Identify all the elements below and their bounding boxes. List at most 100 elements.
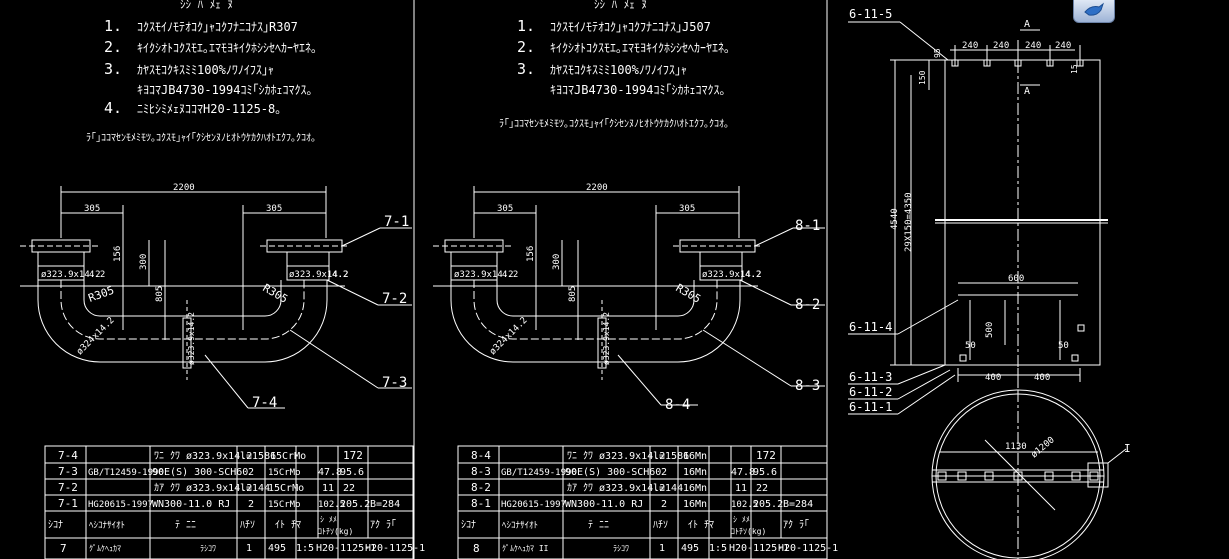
left-dim-300: 300 [139,254,149,270]
bom-mid-h5: ｲﾄ ﾁﾏ [688,520,714,531]
bom-mid-r2-c1: 8-3 [471,465,491,478]
callout-7-3: 7-3 [382,375,407,391]
callout-8-1: 8-1 [795,218,820,234]
left-dim-b: 305 [266,204,282,214]
mid-note-2: ｷｲｸｼｵﾄｺｸｽﾓｴ｡ｴﾏﾓﾖｷｲｸﾎｼｼｾﾍｶｰﾔｴﾈ｡ [550,41,730,55]
bom-table-mid [457,445,828,559]
bom-left-r1-c1: 7-4 [58,449,78,462]
mid-dim-phi-r: ø323.9x14.2 [702,270,762,280]
dim-95: 95 [933,48,942,58]
bom-left-r3-c4: l=144 [240,483,270,494]
bom-left-r2-c7: 95.6 [340,467,364,478]
bom-left-r4-c1: 7-1 [58,497,78,510]
bom-left-f1: 7 [60,542,67,555]
mid-note-2-num: 2. [517,38,535,56]
left-dim-wall-r: 4.2 [332,270,348,280]
mid-dim-total: 2200 [586,183,608,193]
left-dim-tube: ø323.9x14.2 [187,312,196,365]
bom-left-r2-c5: 15CrMo [268,468,301,478]
mid-dim-wall-r: 4.2 [745,270,761,280]
bom-left-f2: ｸﾟﾑｹﾍｭｶﾏ [89,544,121,553]
bom-mid-h6: ｼ ﾒﾒ [733,515,750,524]
bom-left-r4-c3: WN300-11.0 RJ [152,499,230,510]
label-6-11-4: 6-11-4 [849,320,892,334]
left-dim-phi-bend: ø324x14.2 [75,316,117,358]
bom-mid-f1: 8 [473,542,480,555]
left-note-2: ｷｲｸｼｵﾄｺｸｽﾓｴ｡ｴﾏﾓﾖｷｲｸﾎｼｼｾﾍｶｰﾔｴﾈ｡ [137,41,317,55]
left-dim-805: 805 [155,286,165,302]
bom-mid-h7: ｺﾄﾁｿ(kg) [731,527,766,536]
bom-mid-f4: 1 [659,543,665,554]
bom-left-f4: 1 [246,543,252,554]
bom-mid-r3-c4: l=144 [653,483,683,494]
dim-50-right: 50 [1058,341,1069,351]
bom-left-r4-c6: 102.5 [318,500,345,510]
bom-mid-f8: H20-1125-1 [778,543,838,554]
label-6-11-2: 6-11-2 [849,385,892,399]
left-dim-radius-l: R305 [87,284,116,305]
bom-mid-f7: H20-1125-1 [729,543,789,554]
bom-mid-h1: ｼｺﾅ [461,519,476,531]
vessel-drawing-right [848,21,1127,559]
bom-left-r2-c3: 90E(S) 300-SCH60 [152,467,248,478]
bom-left-r4-c7: 205.2 [340,499,370,510]
bom-mid-r2-c7: 95.6 [753,467,777,478]
dim-150: 150 [918,70,927,85]
mid-title-fragment: ｼｼ ﾊ ﾒｪ ﾇ [594,0,647,11]
bom-mid-r1-c1: 8-4 [471,449,491,462]
bom-left-r3-c6: 11 [322,483,334,494]
bom-left-r3-c1: 7-2 [58,481,78,494]
bom-left-r4-c4: 2 [248,499,254,510]
dim-15: 15 [1070,64,1079,74]
dim-1200: ø1200 [1030,435,1057,460]
section-mark-a-bottom: A [1024,86,1030,97]
left-dim-phi-r: ø323.9x14.2 [289,270,349,280]
label-6-11-5: 6-11-5 [849,7,892,21]
bom-mid-r3-c7: 22 [756,483,768,494]
mid-dim-a: 305 [497,204,513,214]
callout-7-4: 7-4 [252,395,277,411]
bom-mid-r1-c4: l=1586 [653,451,689,462]
mid-note-1-num: 1. [517,17,535,35]
bom-mid-r3-c3: ｶｱ ｸﾜ ø323.9x14.2 [567,482,665,494]
pipe-drawing-mid [433,186,825,406]
dim-240-2: 240 [993,41,1009,51]
bom-left-f7: H20-1125-1 [316,543,376,554]
bom-left-h2: ﾍｼｺﾅｻｲｵﾄ [89,520,125,531]
bom-mid-h8: ｱｸ ﾗ｢ [783,519,809,531]
mid-dim-radius-r: R305 [674,281,703,306]
bom-mid-r1-c7: 172 [756,449,776,462]
bom-left-r2-c4: 2 [248,467,254,478]
bird-arrow-icon [1084,2,1104,16]
dim-240-3: 240 [1025,41,1041,51]
bom-left-f8: H20-1125-1 [365,543,425,554]
label-6-11-1: 6-11-1 [849,400,892,414]
bom-mid-f2: ｸﾟﾑｹﾍｭｶﾏ II [502,544,549,553]
left-note-4-num: 4. [104,99,122,117]
mid-dim-phi-l: ø323.9x14.2 [454,270,514,280]
dim-1130: 1130 [1005,442,1027,452]
bom-left-h3: ﾃ ﾆﾆ [175,520,196,531]
bom-mid-r4-c8: B=284 [783,499,813,510]
corner-app-button[interactable] [1073,0,1115,23]
bom-left-r4-c8: B=284 [370,499,400,510]
bom-left-h6: ｼ ﾒﾒ [320,515,337,524]
bom-mid-r2-c4: 2 [661,467,667,478]
bom-left-r1-c5: 15CrMo [270,451,306,462]
callout-8-4: 8-4 [665,397,690,413]
mid-note-3b: ｷﾖｺﾏJB4730-1994ｺﾐ｢ｼｶﾎｪｺﾏｸｽ｡ [550,83,725,97]
dim-600: 600 [1008,274,1024,284]
dim-240-4: 240 [1055,41,1071,51]
bom-mid-f5: 495 [681,543,699,554]
bom-left-r1-c4: l=1586 [240,451,276,462]
bom-table-left [44,445,414,559]
bom-left-h4: ﾊﾁｿ [240,520,255,531]
left-dim-wall-l: 4.2 [89,270,105,280]
bom-left-f5: 495 [268,543,286,554]
bom-left-r2-c6: 47.8 [318,467,342,478]
mid-dim-805: 805 [568,286,578,302]
left-note-4: ﾆﾐﾋｼﾐﾒｪﾇｺｺﾏH20-1125-8｡ [137,102,281,116]
left-dim-radius-r: R305 [261,281,290,306]
bom-left-r3-c7: 22 [343,483,355,494]
